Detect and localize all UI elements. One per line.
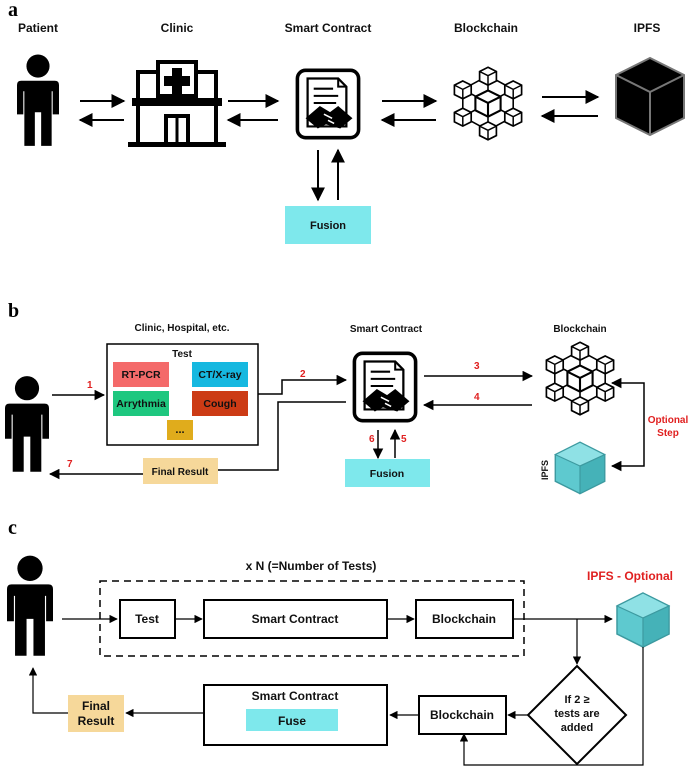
- ipfs-cube-icon-a: [615, 56, 685, 137]
- step-4-label: 4: [474, 392, 480, 403]
- step-3-label: 3: [474, 361, 480, 372]
- optional-step-connector: [610, 377, 645, 472]
- test-cough-label: Cough: [203, 398, 236, 410]
- connector-contract-to-result: [218, 401, 346, 471]
- test-label-c: Test: [135, 612, 159, 626]
- test-rtpcr-box: [113, 362, 169, 387]
- ipfs-cube-icon-b: [554, 441, 606, 495]
- header-smart-contract: Smart Contract: [285, 21, 372, 35]
- test-cough-box: [192, 391, 248, 416]
- optional-step-line2: Step: [657, 428, 679, 439]
- fusion-box-a: [285, 206, 371, 244]
- loop-label: x N (=Number of Tests): [246, 559, 377, 573]
- ipfs-cube-icon-c: [616, 592, 670, 648]
- test-arrythmia-label: Arrythmia: [116, 398, 166, 410]
- smart-contract-label-c: Smart Contract: [252, 612, 339, 626]
- test-panel-title: Test: [172, 349, 192, 360]
- panel-a-letter: a: [8, 0, 18, 21]
- fusion-label-a: Fusion: [310, 220, 346, 232]
- smart-contract-box-c: [203, 599, 388, 639]
- fusion-label-b: Fusion: [370, 468, 404, 480]
- decision-line1: If 2 ≥: [565, 694, 590, 706]
- final-result-box-b: [143, 458, 218, 484]
- arrow-result-to-patient: [28, 667, 68, 714]
- blockchain-label-c2: Blockchain: [430, 708, 494, 722]
- header-ipfs: IPFS: [634, 21, 661, 35]
- ipfs-label-b: IPFS: [540, 460, 550, 480]
- decision-line2: tests are: [554, 708, 599, 720]
- final-result-line2: Result: [78, 714, 115, 728]
- panel-b-letter: b: [8, 300, 19, 322]
- arrow-step2: [258, 374, 348, 395]
- patient-icon-b: [4, 376, 49, 472]
- decision-line3: added: [561, 722, 593, 734]
- blockchain-network-icon-a: [454, 67, 521, 139]
- patient-icon: [17, 54, 59, 146]
- header-blockchain: Blockchain: [454, 21, 518, 35]
- smart-contract-icon-a: [295, 68, 361, 140]
- panel-c-letter: c: [8, 517, 17, 539]
- patient-icon-c: [7, 555, 54, 656]
- blockchain-box-c: [415, 599, 514, 639]
- final-result-box-c: [68, 695, 124, 732]
- smart-contract-icon-b: [352, 351, 418, 423]
- blockchain-network-icon-b: [546, 342, 613, 414]
- test-ctxray-box: [192, 362, 248, 387]
- blockchain-label-c: Blockchain: [432, 612, 496, 626]
- blockchain-box-c2: [418, 695, 507, 735]
- header-clinic-hospital: Clinic, Hospital, etc.: [134, 323, 229, 334]
- fusion-box-b: [345, 459, 430, 487]
- test-arrythmia-box: [113, 391, 169, 416]
- header-smart-contract-b: Smart Contract: [350, 324, 423, 335]
- fuse-box: [246, 709, 338, 731]
- step-6-label: 6: [369, 434, 375, 445]
- step-5-label: 5: [401, 434, 407, 445]
- step-2-label: 2: [300, 369, 306, 380]
- ipfs-optional-label: IPFS - Optional: [587, 569, 673, 583]
- header-patient: Patient: [18, 21, 58, 35]
- step-7-label: 7: [67, 459, 73, 470]
- decision-diamond: [526, 664, 628, 766]
- optional-step-line1: Optional: [648, 415, 689, 426]
- test-more-label: ...: [175, 424, 184, 436]
- header-clinic: Clinic: [161, 21, 194, 35]
- test-rtpcr-label: RT-PCR: [121, 369, 161, 381]
- hospital-icon: [128, 60, 226, 147]
- final-result-label-b: Final Result: [152, 467, 209, 478]
- final-result-line1: Final: [82, 699, 110, 713]
- smart-contract-label-c2: Smart Contract: [252, 689, 339, 703]
- fuse-label: Fuse: [278, 714, 306, 728]
- connector-ipfs-to-blockchain: [459, 647, 644, 766]
- header-blockchain-b: Blockchain: [553, 324, 606, 335]
- test-more-box: [167, 420, 193, 440]
- test-ctxray-label: CT/X-ray: [198, 369, 241, 381]
- step-1-label: 1: [87, 380, 93, 391]
